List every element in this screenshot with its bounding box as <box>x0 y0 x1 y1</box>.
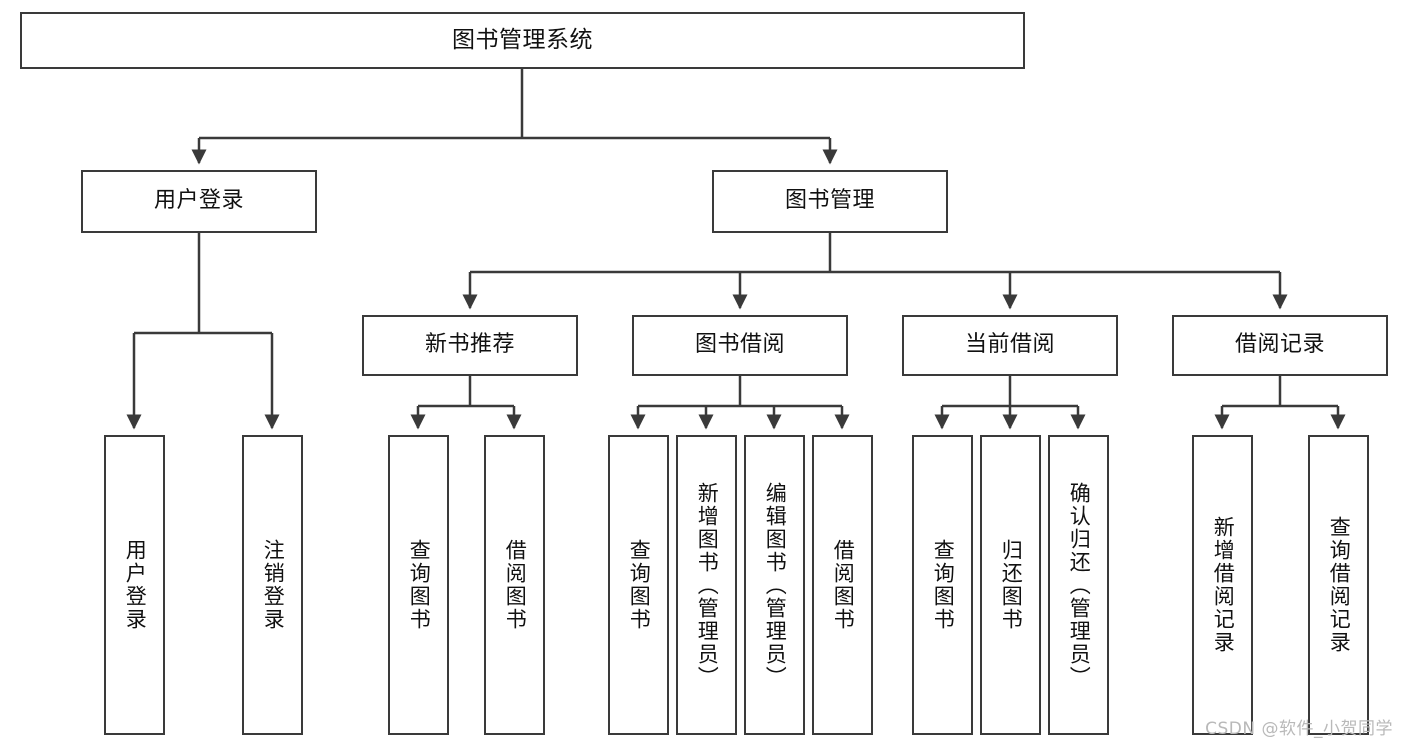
leaf-book-borrow-edit[interactable]: 编辑图书（管理员） <box>744 435 805 735</box>
node-book-manage[interactable]: 图书管理 <box>712 170 948 233</box>
leaf-user-login-login[interactable]: 用户登录 <box>104 435 165 735</box>
node-book-borrow[interactable]: 图书借阅 <box>632 315 848 376</box>
leaf-current-borrow-query[interactable]: 查询图书 <box>912 435 973 735</box>
node-borrow-record[interactable]: 借阅记录 <box>1172 315 1388 376</box>
leaf-new-book-borrow[interactable]: 借阅图书 <box>484 435 545 735</box>
leaf-current-borrow-return[interactable]: 归还图书 <box>980 435 1041 735</box>
node-root[interactable]: 图书管理系统 <box>20 12 1025 69</box>
leaf-borrow-record-add[interactable]: 新增借阅记录 <box>1192 435 1253 735</box>
node-user-login[interactable]: 用户登录 <box>81 170 317 233</box>
leaf-book-borrow-query[interactable]: 查询图书 <box>608 435 669 735</box>
leaf-book-borrow-add[interactable]: 新增图书（管理员） <box>676 435 737 735</box>
node-new-book-recommend[interactable]: 新书推荐 <box>362 315 578 376</box>
leaf-current-borrow-confirm-return[interactable]: 确认归还（管理员） <box>1048 435 1109 735</box>
node-current-borrow[interactable]: 当前借阅 <box>902 315 1118 376</box>
leaf-new-book-query[interactable]: 查询图书 <box>388 435 449 735</box>
leaf-book-borrow-borrow[interactable]: 借阅图书 <box>812 435 873 735</box>
watermark-text: CSDN @软件_小贺同学 <box>1205 719 1393 739</box>
leaf-user-login-logout[interactable]: 注销登录 <box>242 435 303 735</box>
leaf-borrow-record-query[interactable]: 查询借阅记录 <box>1308 435 1369 735</box>
